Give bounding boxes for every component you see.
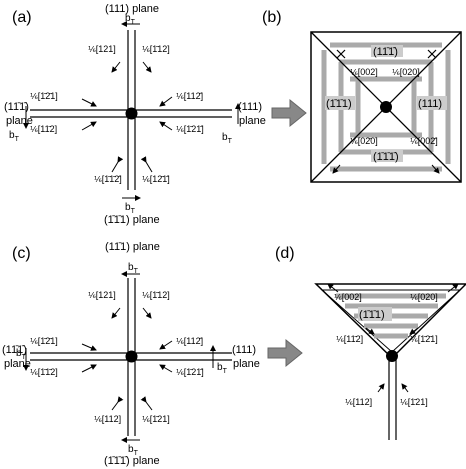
panel-d-vec-tl: ⅙[002] [334, 292, 362, 302]
panel-a-burgers-left: bT [9, 130, 20, 143]
panel-a-burgers-right: bT [222, 132, 233, 145]
panel-d-vec-br: ⅙[1̄21] [400, 397, 428, 407]
panel-a-left-plane: (11̄1̄) [4, 101, 29, 113]
panel-a-vec-top-right: ⅙[1̄12] [142, 44, 170, 54]
panel-a-burgers-top: bT [125, 13, 136, 26]
panel-d-vec-tr: ⅙[020] [410, 292, 438, 302]
panel-a-node [125, 107, 138, 120]
panel-c-left-plane-word: plane [4, 358, 31, 370]
panel-a-vec-left-top: ⅙[1̄2̄1] [30, 91, 58, 101]
panel-a-right-plane-word: plane [239, 115, 266, 127]
panel-a-vec-bottom-right: ⅙[12̄1̄] [142, 174, 170, 184]
panel-b-plane-right: (111) [418, 98, 442, 110]
panel-b-node [380, 101, 392, 113]
panel-b-plane-top: (11̄1̄) [373, 46, 398, 58]
panel-c-node [125, 350, 138, 363]
panel-c-label: (c) [12, 245, 31, 262]
panel-c-right-plane-word: plane [233, 358, 260, 370]
panel-c-vec-bottom-right: ⅙[1̄21] [142, 414, 170, 424]
panel-d-label: (d) [275, 245, 295, 262]
arrow-a-to-b [271, 98, 307, 128]
panel-b-vec-bl: ⅙[02̄0] [350, 136, 378, 146]
panel-a-right-plane: (111) [238, 101, 262, 113]
panel-c-vec-top-left: ⅙[121] [88, 290, 116, 300]
panel-c-burgers-right: bT [217, 362, 228, 375]
panel-a-vec-right-bottom: ⅙[1̄21̄] [176, 124, 204, 134]
panel-c-right-plane: (111) [232, 344, 256, 356]
panel-a-top-plane: (111) plane [105, 3, 159, 15]
panel-b-plane-bottom: (1̄1̄1̄) [373, 151, 399, 163]
panel-a-vec-top-left: ⅙[121] [88, 44, 116, 54]
panel-b-plane-left: (1̄1̄1) [326, 98, 352, 110]
panel-c-burgers-bottom: bT [128, 444, 139, 457]
panel-b-vec-tl: ⅙[002] [350, 67, 378, 77]
panel-b-vec-br: ⅙[002̄] [410, 136, 438, 146]
panel-a-label: (a) [12, 9, 32, 26]
panel-a: (a) (111) plane bT ⅙[121] ⅙[1̄12] ⅙[1̄2̄… [4, 3, 266, 226]
panel-d-vec-ml: ⅙[11̄2] [336, 334, 363, 344]
panel-d-plane: (1̄1̄1) [359, 309, 385, 321]
panel-d-node [386, 350, 398, 362]
panel-a-bottom-plane: (1̄1̄1) plane [104, 214, 160, 226]
panel-c-burgers-left: bT [16, 348, 27, 361]
panel-c-top-plane: (11̄1) plane [105, 241, 160, 253]
panel-b-label: (b) [262, 9, 282, 26]
panel-a-vec-right-top: ⅙[112̄] [176, 91, 203, 101]
arrow-c-to-d [267, 338, 303, 368]
panel-c-vec-bottom-left: ⅙[112] [94, 414, 121, 424]
panel-d: (d) (1̄1̄1) ⅙[002] ⅙[020] ⅙[11̄2] ⅙[1̄2̄… [275, 245, 466, 440]
panel-b-vec-tr: ⅙[020] [392, 67, 420, 77]
panel-d-vec-bl: ⅙[112] [345, 397, 372, 407]
panel-b: (b) (11̄1̄) (1̄1̄1) (111) (1̄1̄1̄) ⅙[002… [262, 9, 462, 183]
panel-c-vec-top-right: ⅙[1̄12] [142, 290, 170, 300]
panel-a-vec-bottom-left: ⅙[1̄1̄2̄] [94, 174, 122, 184]
panel-c-vec-right-top: ⅙[112̄] [176, 336, 203, 346]
panel-c-vec-right-bottom: ⅙[1̄21̄] [176, 367, 204, 377]
panel-a-burgers-bottom: bT [125, 202, 136, 215]
panel-c-left-plane: (11̄1̄) [2, 344, 27, 356]
panel-c-burgers-top: bT [128, 262, 139, 275]
panel-c-vec-left-bottom: ⅙[1̄1̄2] [30, 367, 58, 377]
panel-a-left-plane-word: plane [6, 115, 33, 127]
panel-d-vec-mr: ⅙[1̄2̄1] [410, 334, 438, 344]
panel-c-bottom-plane: (1̄1̄1̄) plane [104, 455, 160, 467]
panel-c-vec-left-top: ⅙[1̄2̄1] [30, 336, 58, 346]
panel-c: (c) (11̄1) plane bT ⅙[121] ⅙[1̄12] ⅙[1̄2… [2, 241, 260, 467]
panel-a-vec-left-bottom: ⅙[11̄2] [30, 124, 57, 134]
